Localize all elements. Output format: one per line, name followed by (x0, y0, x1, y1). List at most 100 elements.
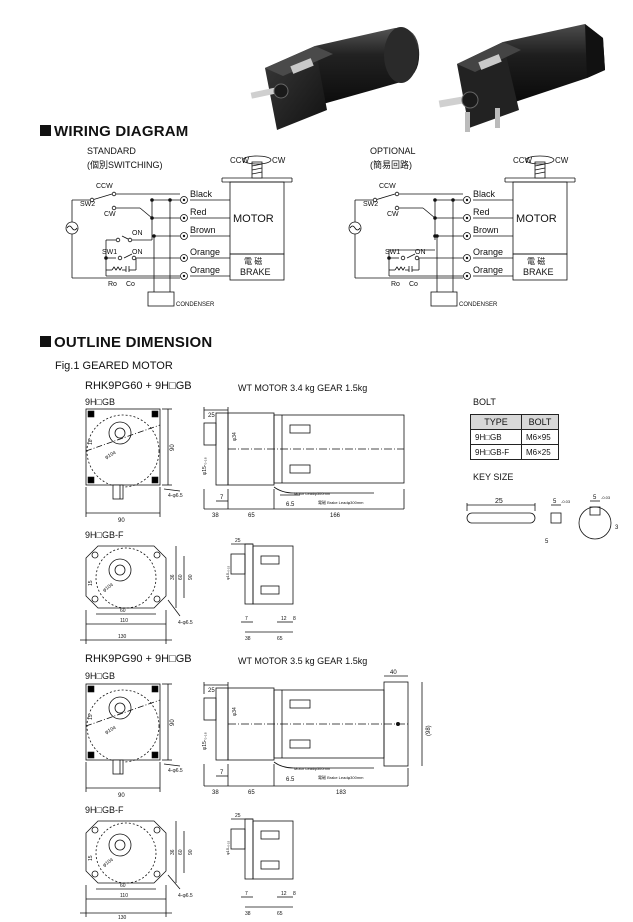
section-square-icon (40, 336, 51, 347)
opt-motor-label: MOTOR (516, 213, 557, 225)
m2-dim-7: 7 (220, 770, 224, 776)
m1f-dim-holes: 4-φ6.5 (178, 620, 193, 626)
m1-dim-phi15: φ15-₀.₁₈ (202, 457, 208, 475)
m1f-side-phi15: φ15-₀.₁₈ (225, 566, 230, 580)
std-sw1: SW1 (102, 249, 117, 256)
m2-dim-holes: 4-φ6.5 (168, 768, 183, 774)
m2-dim-90h: 90 (118, 793, 125, 799)
model2-side-view: 25 φ15-₀.₁₈ φ34 40 (98) 7 38 65 6.5 183 … (202, 670, 432, 796)
opt-brake-jp: 電 磁 (527, 256, 545, 266)
m2-motor-lead: Motor Leadφ300mm (294, 766, 331, 771)
m1-brake-lead: 電磁 Brake Leadφ300mm (318, 499, 364, 505)
m2f-dim-60v: 60 (178, 849, 184, 855)
bolt-type-cell: 9H□GB (470, 429, 522, 445)
m1f-side-12: 12 (281, 616, 287, 622)
m2-dim-65: 65 (248, 790, 255, 796)
model1-side-view: 25 φ15-₀.₁₈ φ34 7 38 65 6.5 166 Motor Le… (202, 407, 405, 519)
m2f-dim-130: 130 (118, 915, 127, 921)
bolt-type-cell: 9H□GB-F (470, 444, 522, 460)
model2-gb-label: 9H□GB (85, 671, 115, 681)
m1f-dim-15: 15 (88, 580, 94, 586)
m2-brake-lead: 電磁 Brake Leadφ300mm (318, 774, 364, 780)
m1-motor-lead: Motor Leadφ300mm (294, 491, 331, 496)
bolt-header-row: TYPE BOLT (470, 414, 559, 430)
m1-dim-6-5: 6.5 (286, 502, 295, 508)
outline-title-text: OUTLINE DIMENSION (54, 334, 213, 351)
section-square-icon (40, 125, 51, 136)
m1f-side-25: 25 (235, 538, 241, 544)
std-wire-orange2: Orange (190, 265, 220, 275)
key-h: 5 (545, 539, 549, 545)
m1f-side-65: 65 (277, 636, 283, 642)
wiring-diagram-standard: CCW CW CCW SW2 CW ON SW1 ON Ro Co Black … (65, 155, 293, 308)
m1-dim-38: 38 (212, 513, 219, 519)
m1-dim-phi104: φ104 (104, 450, 117, 461)
wiring-diagram-optional: CCW CW CCW SW2 CW SW1 ON Ro Co Black Red… (348, 155, 576, 308)
m1-dim-166: 166 (330, 513, 341, 519)
key-tol2: -0.03 (601, 495, 611, 500)
std-co: Co (126, 281, 135, 288)
m2-dim-25: 25 (208, 688, 215, 694)
key-len: 25 (495, 498, 503, 505)
motor-photo-left (245, 18, 425, 133)
m2-dim-phi104: φ104 (104, 725, 117, 736)
model1-weight: WT MOTOR 3.4 kg GEAR 1.5kg (238, 383, 368, 393)
std-motor-label: MOTOR (233, 213, 274, 225)
optional-label: OPTIONAL (370, 146, 416, 156)
std-brake-jp: 電 磁 (244, 256, 262, 266)
m2f-side-38: 38 (245, 911, 251, 917)
opt-ccw-label: CCW (513, 156, 533, 165)
std-sw-cw: CW (104, 211, 116, 218)
std-wire-red: Red (190, 207, 207, 217)
key-size-title: KEY SIZE (473, 472, 514, 482)
std-wire-orange1: Orange (190, 247, 220, 257)
optional-sub: (簡易回路) (370, 160, 412, 170)
standard-sub: (個別SWITCHING) (87, 160, 163, 170)
m1-dim-90h: 90 (118, 518, 125, 524)
m1-dim-25: 25 (208, 413, 215, 419)
m1-dim-phi34: φ34 (232, 432, 238, 441)
m1f-dim-90v: 90 (188, 574, 194, 580)
bolt-header-bolt: BOLT (521, 414, 559, 430)
model2-weight: WT MOTOR 3.5 kg GEAR 1.5kg (238, 656, 368, 666)
m1f-side-7: 7 (245, 616, 248, 622)
opt-sw1: SW1 (385, 249, 400, 256)
key-tol1: -0.03 (561, 499, 571, 504)
opt-sw2: SW2 (363, 201, 378, 208)
m2-dim-6-5: 6.5 (286, 777, 295, 783)
m1f-dim-130: 130 (118, 634, 127, 640)
m2f-side-phi15: φ15-₀.₁₈ (225, 841, 230, 855)
opt-condenser-label: CONDENSER (459, 302, 498, 308)
wiring-section-title: WIRING DIAGRAM (40, 123, 188, 140)
model2-gbf-front-view: 15 φ104 36 60 90 60 110 130 4-φ6.5 (80, 820, 194, 921)
std-sw-ccw: CCW (96, 183, 113, 190)
opt-on: ON (415, 249, 426, 256)
std-wire-brown: Brown (190, 225, 216, 235)
m1f-dim-60v: 60 (178, 574, 184, 580)
key-w2: 5 (593, 495, 597, 501)
m2-dim-15: 15 (88, 714, 94, 720)
m2-dim-90v: 90 (170, 719, 176, 726)
key-w: 5 (553, 499, 557, 505)
opt-sw-ccw: CCW (379, 183, 396, 190)
model1-gbf-label: 9H□GB-F (85, 530, 124, 540)
m1f-dim-60h: 60 (120, 608, 126, 614)
m1-dim-65: 65 (248, 513, 255, 519)
model1-label: RHK9PG60 + 9H□GB (85, 380, 192, 392)
m2f-dim-60h: 60 (120, 883, 126, 889)
m2f-side-8: 8 (293, 891, 296, 897)
model1-gbf-front-view: 15 φ104 36 60 90 60 110 130 4-φ6.5 (80, 545, 194, 644)
bolt-title: BOLT (473, 397, 496, 407)
m2-dim-phi34: φ34 (232, 707, 238, 716)
model2-label: RHK9PG90 + 9H□GB (85, 653, 192, 665)
m2f-dim-90v: 90 (188, 849, 194, 855)
opt-co: Co (409, 281, 418, 288)
bolt-value-cell: M6×25 (521, 444, 559, 460)
std-ccw-label: CCW (230, 156, 250, 165)
m2f-dim-phi104: φ104 (102, 857, 115, 869)
bolt-header-type: TYPE (470, 414, 522, 430)
motor-photo-right (435, 18, 615, 133)
m2f-side-12: 12 (281, 891, 287, 897)
model2-gbf-label: 9H□GB-F (85, 805, 124, 815)
m2-dim-38: 38 (212, 790, 219, 796)
